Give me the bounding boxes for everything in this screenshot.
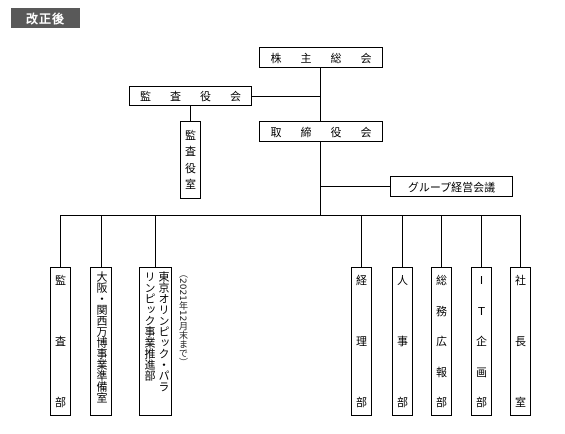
- connector-board-down: [320, 142, 321, 215]
- dept-accounting-label: 経理部: [356, 274, 367, 409]
- connector-dept-olympics: [155, 215, 156, 267]
- dept-osaka-expo-label: 大阪・関西万博事業準備室: [95, 271, 108, 403]
- group-management-meeting-box: グループ経営会議: [390, 176, 513, 197]
- connector-auditors-office: [190, 106, 191, 121]
- dept-hr-label: 人事部: [397, 274, 408, 409]
- dept-olympics-label-2: リンピック事業推進部: [143, 271, 156, 381]
- dept-osaka-expo-box: [90, 267, 112, 416]
- dept-general-affairs-box: 総務広報部: [431, 267, 452, 416]
- connector-dept-accounting: [361, 215, 362, 267]
- board-of-directors-box: 取締役会: [259, 121, 383, 142]
- dept-olympics-note: （2021年12月末まで）: [177, 269, 187, 367]
- dept-olympics-box: [139, 267, 172, 416]
- dept-president-label: 社長室: [515, 274, 526, 409]
- revision-badge: 改正後: [11, 8, 80, 28]
- connector-shareholders-board: [320, 68, 321, 121]
- connector-dept-osaka: [101, 215, 102, 267]
- dept-audit-box: 監査部: [50, 267, 71, 416]
- auditors-office-label: 監査役室: [185, 129, 196, 191]
- dept-hr-box: 人事部: [392, 267, 413, 416]
- connector-dept-general: [441, 215, 442, 267]
- connector-department-bar: [60, 215, 520, 216]
- connector-dept-it: [481, 215, 482, 267]
- shareholders-meeting-box: 株主総会: [259, 47, 383, 68]
- connector-dept-hr: [402, 215, 403, 267]
- connector-dept-president: [520, 215, 521, 267]
- connector-auditors-to-spine: [252, 96, 320, 97]
- dept-accounting-box: 経理部: [351, 267, 372, 416]
- dept-president-office-box: 社長室: [510, 267, 531, 416]
- dept-olympics-label-1: 東京オリンピック・パラ: [157, 271, 170, 392]
- auditors-board-box: 監査役会: [129, 86, 252, 106]
- auditors-office-box: 監査役室: [180, 121, 201, 199]
- dept-audit-label: 監査部: [55, 274, 66, 409]
- connector-dept-audit: [60, 215, 61, 267]
- dept-general-label: 総務広報部: [436, 274, 447, 409]
- connector-group-meeting: [320, 186, 390, 187]
